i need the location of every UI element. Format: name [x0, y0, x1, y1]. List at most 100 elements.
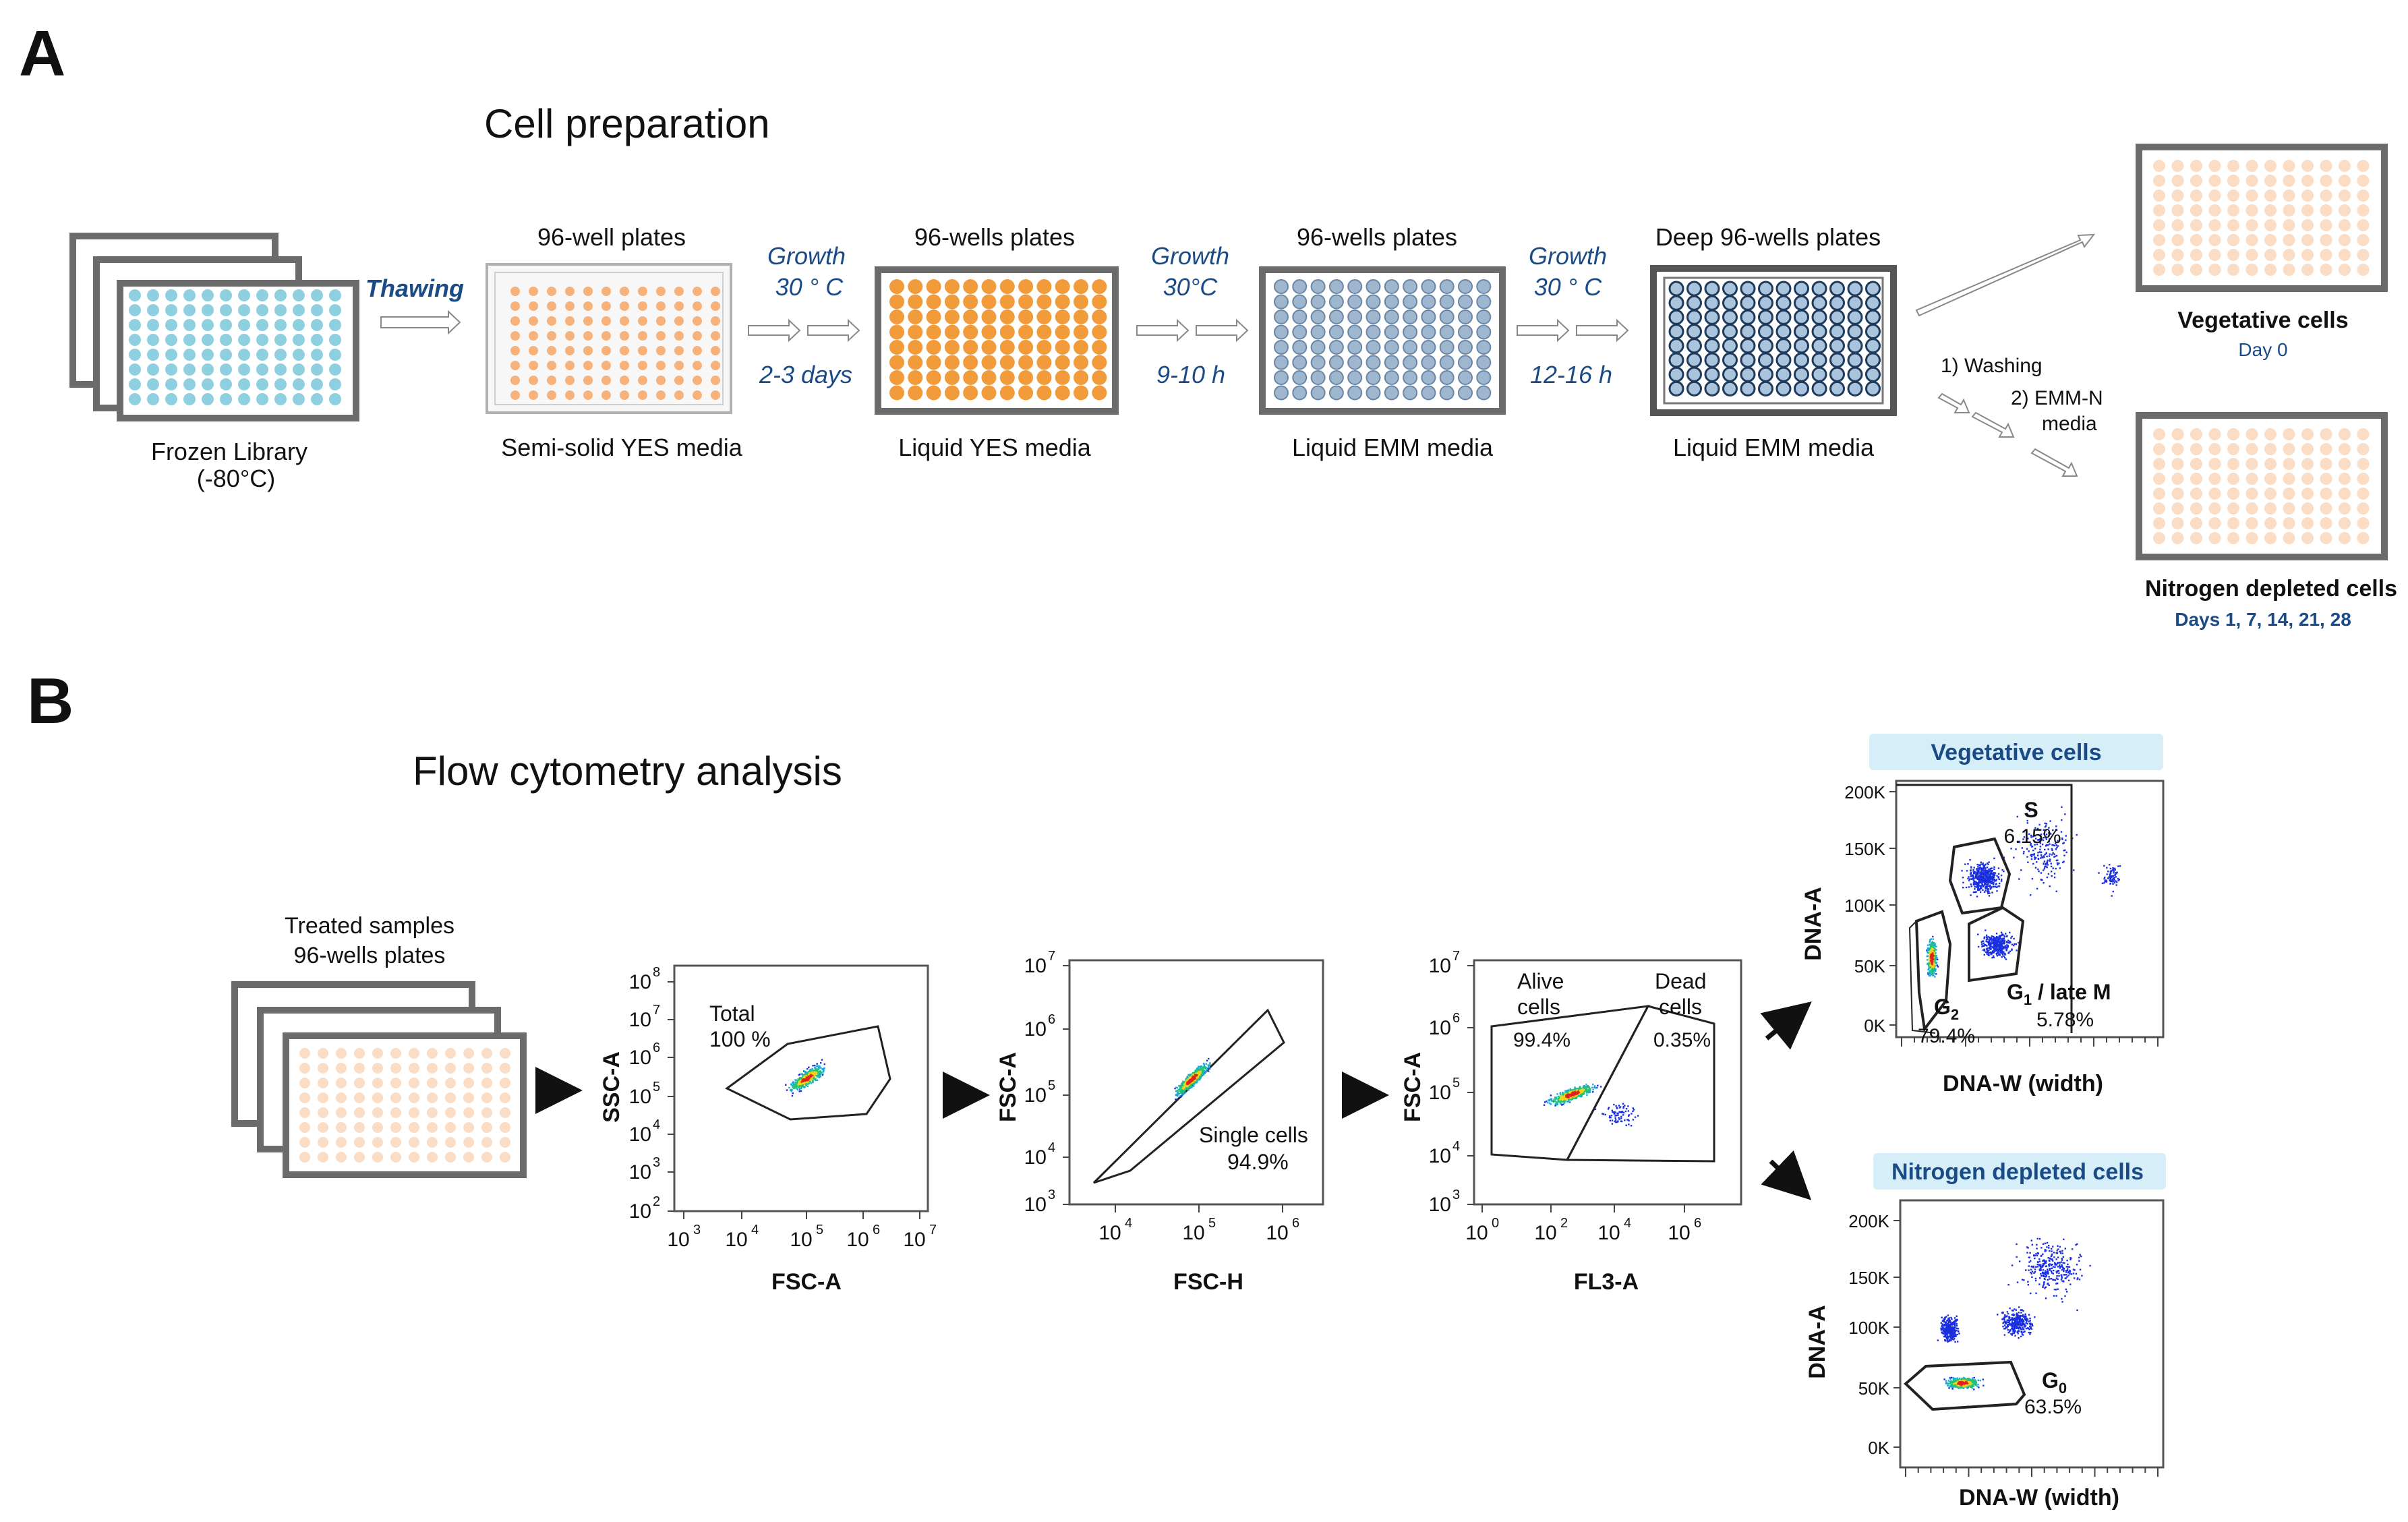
event-dot: [1567, 1092, 1569, 1094]
well: [202, 334, 214, 346]
event-dot: [1614, 1117, 1616, 1119]
event-dot: [2043, 869, 2045, 871]
event-dot: [2032, 836, 2034, 838]
event-dot: [2009, 940, 2011, 943]
event-dot: [812, 1065, 814, 1067]
event-dot: [1974, 881, 1976, 883]
event-dot: [812, 1076, 814, 1078]
well: [2264, 443, 2277, 455]
well: [1775, 309, 1792, 325]
event-dot: [1181, 1084, 1183, 1086]
event-dot: [1974, 883, 1976, 885]
well: [183, 363, 196, 376]
well: [1476, 370, 1492, 385]
well: [1722, 366, 1738, 382]
event-dot: [1929, 939, 1931, 942]
event-dot: [1203, 1070, 1205, 1072]
event-dot: [1203, 1072, 1205, 1074]
well: [409, 1122, 419, 1133]
well: [427, 1107, 438, 1118]
event-dot: [1611, 1119, 1614, 1121]
well: [620, 390, 629, 400]
event-dot: [1993, 937, 1995, 939]
event-dot: [1982, 877, 1984, 880]
event-dot: [1198, 1077, 1200, 1079]
well: [202, 363, 214, 376]
well: [1328, 370, 1344, 385]
event-dot: [1991, 870, 1993, 872]
event-dot: [1978, 875, 1980, 877]
event-dot: [1589, 1088, 1591, 1091]
event-dot: [1566, 1094, 1568, 1096]
event-dot: [1177, 1091, 1179, 1093]
event-dot: [1929, 946, 1932, 948]
well: [311, 289, 323, 301]
well: [926, 340, 941, 355]
plot3-ylabel: FSC-A: [1400, 1052, 1426, 1122]
event-dot: [1992, 946, 1994, 949]
event-dot: [2055, 854, 2058, 857]
event-dot: [1613, 1103, 1615, 1106]
event-dot: [1569, 1096, 1571, 1099]
well: [220, 393, 232, 405]
event-dot: [1993, 949, 1996, 952]
event-dot: [1978, 868, 1980, 870]
well: [293, 304, 305, 316]
well: [999, 370, 1015, 385]
event-dot: [794, 1081, 796, 1083]
event-dot: [1985, 869, 1987, 872]
event-dot: [1195, 1077, 1197, 1080]
well: [2283, 458, 2295, 470]
event-dot: [1203, 1065, 1206, 1067]
event-dot: [1586, 1094, 1588, 1096]
event-dot: [2046, 876, 2049, 879]
event-dot: [1985, 871, 1987, 873]
event-dot: [1974, 1379, 1976, 1381]
event-dot: [1997, 950, 1999, 952]
well: [583, 316, 593, 326]
event-dot: [1932, 952, 1934, 954]
vegetative-header: Vegetative cells: [1931, 740, 2101, 765]
event-dot: [1975, 1382, 1978, 1384]
event-dot: [805, 1082, 807, 1084]
event-dot: [1980, 871, 1983, 873]
event-dot: [1974, 871, 1976, 873]
well: [354, 1078, 365, 1088]
event-dot: [820, 1070, 822, 1073]
well: [463, 1107, 474, 1118]
event-dot: [1207, 1064, 1209, 1066]
well: [2153, 458, 2165, 470]
event-dot: [2033, 854, 2035, 856]
event-dot: [1962, 881, 1964, 884]
well: [547, 346, 556, 355]
event-dot: [2112, 875, 2115, 877]
event-dot: [796, 1088, 798, 1090]
event-dot: [1177, 1090, 1179, 1092]
event-dot: [1570, 1096, 1573, 1098]
event-dot: [1972, 878, 1974, 880]
event-dot: [1995, 883, 1997, 885]
event-dot: [2001, 934, 2003, 937]
event-dot: [1933, 949, 1935, 952]
event-dot: [2039, 848, 2041, 851]
growth-2-label: Growth: [1151, 242, 1229, 270]
well: [2227, 517, 2239, 529]
event-dot: [1618, 1118, 1620, 1120]
well: [1347, 385, 1363, 401]
event-dot: [1205, 1070, 1208, 1072]
event-dot: [2103, 865, 2105, 867]
well: [390, 1137, 401, 1148]
event-dot: [1995, 941, 1997, 943]
event-dot: [1582, 1093, 1585, 1095]
well: [1865, 352, 1881, 368]
event-dot: [1985, 872, 1987, 875]
event-dot: [1988, 940, 1991, 943]
event-dot: [1993, 866, 1995, 869]
well: [510, 390, 520, 400]
event-dot: [1564, 1091, 1566, 1093]
well: [2190, 175, 2202, 187]
event-dot: [800, 1082, 802, 1085]
plate-4-media: Liquid EMM media: [1673, 434, 1875, 461]
well: [2171, 219, 2184, 231]
event-dot: [1190, 1076, 1193, 1078]
